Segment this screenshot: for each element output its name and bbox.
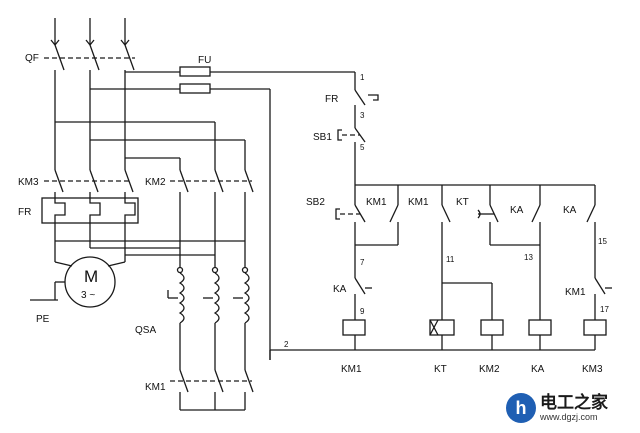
rung-kt-contact: KT (456, 185, 540, 246)
coil-km2 (480, 319, 504, 336)
node-13: 13 (524, 253, 533, 262)
node-11: 11 (446, 255, 455, 264)
fr-control-label: FR (325, 94, 338, 105)
motor-phase-label: 3 ~ (81, 290, 95, 301)
km3-power-contacts: KM3 (18, 169, 134, 193)
watermark: h 电工之家 www.dgzj.com (506, 391, 634, 425)
control-bottom-rail: 2 (269, 340, 595, 360)
rung-kt-km2: KM1 11 (408, 185, 504, 350)
km2-power-label: KM2 (145, 177, 166, 188)
node-5: 5 (360, 143, 365, 152)
fuse-1 (179, 66, 211, 77)
qf-label: QF (25, 53, 39, 64)
km1-power-label: KM1 (145, 382, 166, 393)
coil-km1-label: KM1 (341, 364, 362, 375)
km1-contact-a-label: KM1 (366, 197, 387, 208)
control-left-rail: 1 FR 3 SB1 5 (313, 72, 595, 186)
node-7: 7 (360, 258, 365, 267)
ka-contact-a-label: KA (333, 284, 347, 295)
sb2-label: SB2 (306, 197, 325, 208)
fr-thermal-relay: FR (18, 192, 139, 228)
node-15: 15 (598, 237, 607, 246)
fuse-2 (179, 83, 211, 94)
watermark-title: 电工之家 (540, 393, 608, 413)
coil-kt-label: KT (434, 364, 447, 375)
motor-m-label: M (84, 267, 98, 286)
fr-power-label: FR (18, 207, 31, 218)
km1-contact-c-label: KM1 (565, 287, 586, 298)
km2-power-contacts: KM2 (145, 169, 254, 268)
fuse-fu: FU (90, 55, 355, 360)
node-1: 1 (360, 73, 365, 82)
coil-ka-label: KA (531, 364, 545, 375)
qsa-label: QSA (135, 325, 156, 336)
node-9: 9 (360, 307, 365, 316)
kt-contact-label: KT (456, 197, 469, 208)
sb1-label: SB1 (313, 132, 332, 143)
coil-km1 (342, 319, 366, 336)
coil-km3-label: KM3 (582, 364, 603, 375)
rung-ka: KA 13 (510, 185, 552, 350)
watermark-url: www.dgzj.com (540, 412, 598, 422)
rung-km1: SB2 KM1 7 KA 9 (306, 185, 399, 350)
fu-label: FU (198, 55, 211, 66)
coil-km2-label: KM2 (479, 364, 500, 375)
main-bus (54, 70, 246, 170)
node-3: 3 (360, 111, 365, 120)
ka-contact-c-label: KA (563, 205, 577, 216)
coil-km3 (583, 319, 607, 336)
km3-power-label: KM3 (18, 177, 39, 188)
pe-label: PE (36, 314, 50, 325)
coil-ka (528, 319, 552, 336)
brand-logo-icon: h (506, 393, 536, 423)
coil-labels: KM1 KT KM2 KA KM3 (341, 364, 603, 375)
motor: M 3 ~ PE (30, 228, 245, 325)
incoming-lines: QF (25, 18, 135, 71)
line-2-label: 2 (284, 340, 289, 349)
km1-contact-b-label: KM1 (408, 197, 429, 208)
km1-power-contacts: KM1 (145, 369, 254, 411)
rung-km3: KA 15 KM1 17 (563, 185, 612, 350)
node-17: 17 (600, 305, 609, 314)
ka-contact-b-label: KA (510, 205, 524, 216)
qsa-autotransformer: QSA (135, 266, 250, 370)
